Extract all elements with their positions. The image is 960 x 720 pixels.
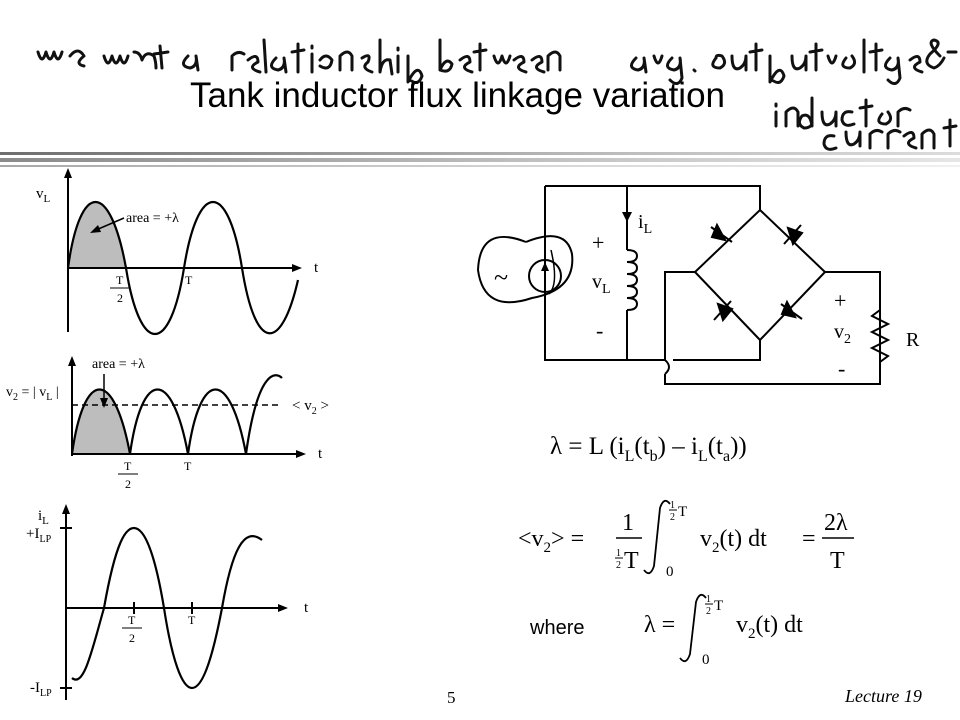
plot-v2-tick-full: T	[184, 459, 192, 473]
svg-text:T: T	[624, 548, 639, 574]
plot-il-y-arrow	[62, 504, 70, 514]
wire-crossover	[664, 359, 670, 375]
svg-text:1: 1	[670, 500, 675, 511]
source-enclosure	[476, 235, 574, 304]
plot-v2-tick-half-num: T	[124, 459, 132, 473]
handwritten-note	[36, 38, 958, 151]
where-label: where	[530, 617, 585, 639]
plot-vl-annotation-arrow	[95, 217, 125, 231]
plot-vl-tick-half-den: 2	[117, 291, 123, 305]
plot-vl-wave	[66, 201, 300, 335]
circuit-source-symbol: ~	[494, 263, 508, 292]
svg-text:λ =: λ =	[644, 612, 675, 638]
svg-text:v2(t) dt: v2(t) dt	[700, 526, 767, 556]
circuit-v2-label: v2	[834, 321, 851, 347]
lecture-label: Lecture 19	[845, 686, 922, 706]
circuit-minus-right: -	[838, 356, 845, 381]
svg-text:2: 2	[706, 606, 711, 617]
circuit-vl-label: vL	[592, 271, 611, 297]
plot-il-pos-peak: +ILP	[26, 526, 52, 545]
circuit-minus-left: -	[596, 318, 603, 343]
plot-v2-average-label: < v2 >	[292, 398, 329, 417]
svg-text:1: 1	[616, 548, 621, 559]
circuit-wire-bridge-bottom	[673, 340, 761, 361]
circuit-wire-bridge-left	[664, 271, 695, 360]
inductor-coil	[626, 249, 639, 311]
plot-v2-tick-half-den: 2	[125, 477, 131, 491]
plot-il-y-label: iL	[38, 508, 49, 527]
plot-v2-wave	[70, 374, 283, 455]
svg-text:2: 2	[670, 512, 675, 523]
svg-text:=: =	[802, 526, 816, 552]
svg-text:v2(t) dt: v2(t) dt	[736, 612, 803, 642]
plot-il-tick-half-den: 2	[129, 631, 135, 645]
slide-title: Tank inductor flux linkage variation	[190, 76, 726, 115]
svg-text:λ = L (iL(tb) – iL(ta)): λ = L (iL(tb) – iL(ta))	[550, 433, 747, 465]
title-rule-top	[0, 152, 960, 155]
plot-vl-y-arrow	[64, 168, 72, 178]
plot-il-x-arrow	[278, 604, 288, 612]
svg-text:T: T	[678, 504, 687, 520]
svg-text:<v2> =: <v2> =	[518, 526, 584, 556]
plot-vl-annotation: area = +λ	[126, 211, 179, 226]
plot-vl-x-label: t	[314, 260, 319, 276]
svg-text:1: 1	[706, 594, 711, 605]
plot-vl-tick-half-num: T	[116, 273, 124, 287]
circuit-resistor-label: R	[906, 329, 920, 351]
title-rule-middle	[0, 158, 960, 162]
plot-il-x-label: t	[304, 600, 309, 616]
plot-v2-x-label: t	[318, 446, 323, 462]
plot-v2-y-arrow	[68, 356, 76, 366]
title-rule-bottom	[0, 165, 960, 167]
svg-text:2λ: 2λ	[824, 510, 848, 536]
plot-vl-x-arrow	[292, 264, 302, 272]
svg-text:T: T	[830, 548, 845, 574]
rectifier-circuit: ~ + vL - iL + v2 - R	[476, 185, 920, 385]
equation-average-voltage: <v2> = 1 1 2 T 1 2 T 0 v2(t) dt = 2λ T	[518, 499, 854, 580]
circuit-plus-right: +	[834, 288, 846, 313]
equation-lambda-integral: λ = 1 2 T 0 v2(t) dt	[644, 593, 803, 668]
plot-vl-y-label: vL	[36, 186, 51, 205]
plot-v2-x-arrow	[296, 450, 306, 458]
plot-il-tick-full: T	[188, 613, 196, 627]
page-number: 5	[447, 688, 456, 707]
svg-text:0: 0	[702, 652, 710, 668]
plot-vl: area = +λ vL t T 2 T	[36, 168, 319, 335]
svg-text:T: T	[714, 598, 723, 614]
plot-v2-y-label: v2 = | vL |	[6, 385, 59, 403]
svg-text:1: 1	[622, 510, 634, 536]
plot-il-tick-half-num: T	[128, 613, 136, 627]
plot-il-neg-peak: -ILP	[30, 680, 52, 699]
circuit-wire-top	[545, 185, 761, 210]
svg-text:0: 0	[666, 564, 674, 580]
resistor	[869, 309, 891, 363]
plot-v2-annotation: area = +λ	[92, 357, 145, 372]
plot-il: iL +ILP -ILP t T 2 T	[26, 504, 309, 700]
circuit-plus-left: +	[592, 230, 604, 255]
current-source	[528, 259, 562, 293]
plot-vl-tick-full: T	[185, 273, 193, 287]
plot-il-wave	[71, 526, 263, 690]
circuit-il-label: iL	[638, 211, 652, 237]
svg-text:2: 2	[616, 560, 621, 571]
circuit-wire-left	[544, 186, 665, 361]
plot-v2: area = +λ v2 = | vL | < v2 > t T 2 T	[6, 356, 329, 491]
equation-flux-linkage: λ = L (iL(tb) – iL(ta))	[550, 433, 747, 465]
circuit-wire-bridge-right	[664, 271, 881, 385]
